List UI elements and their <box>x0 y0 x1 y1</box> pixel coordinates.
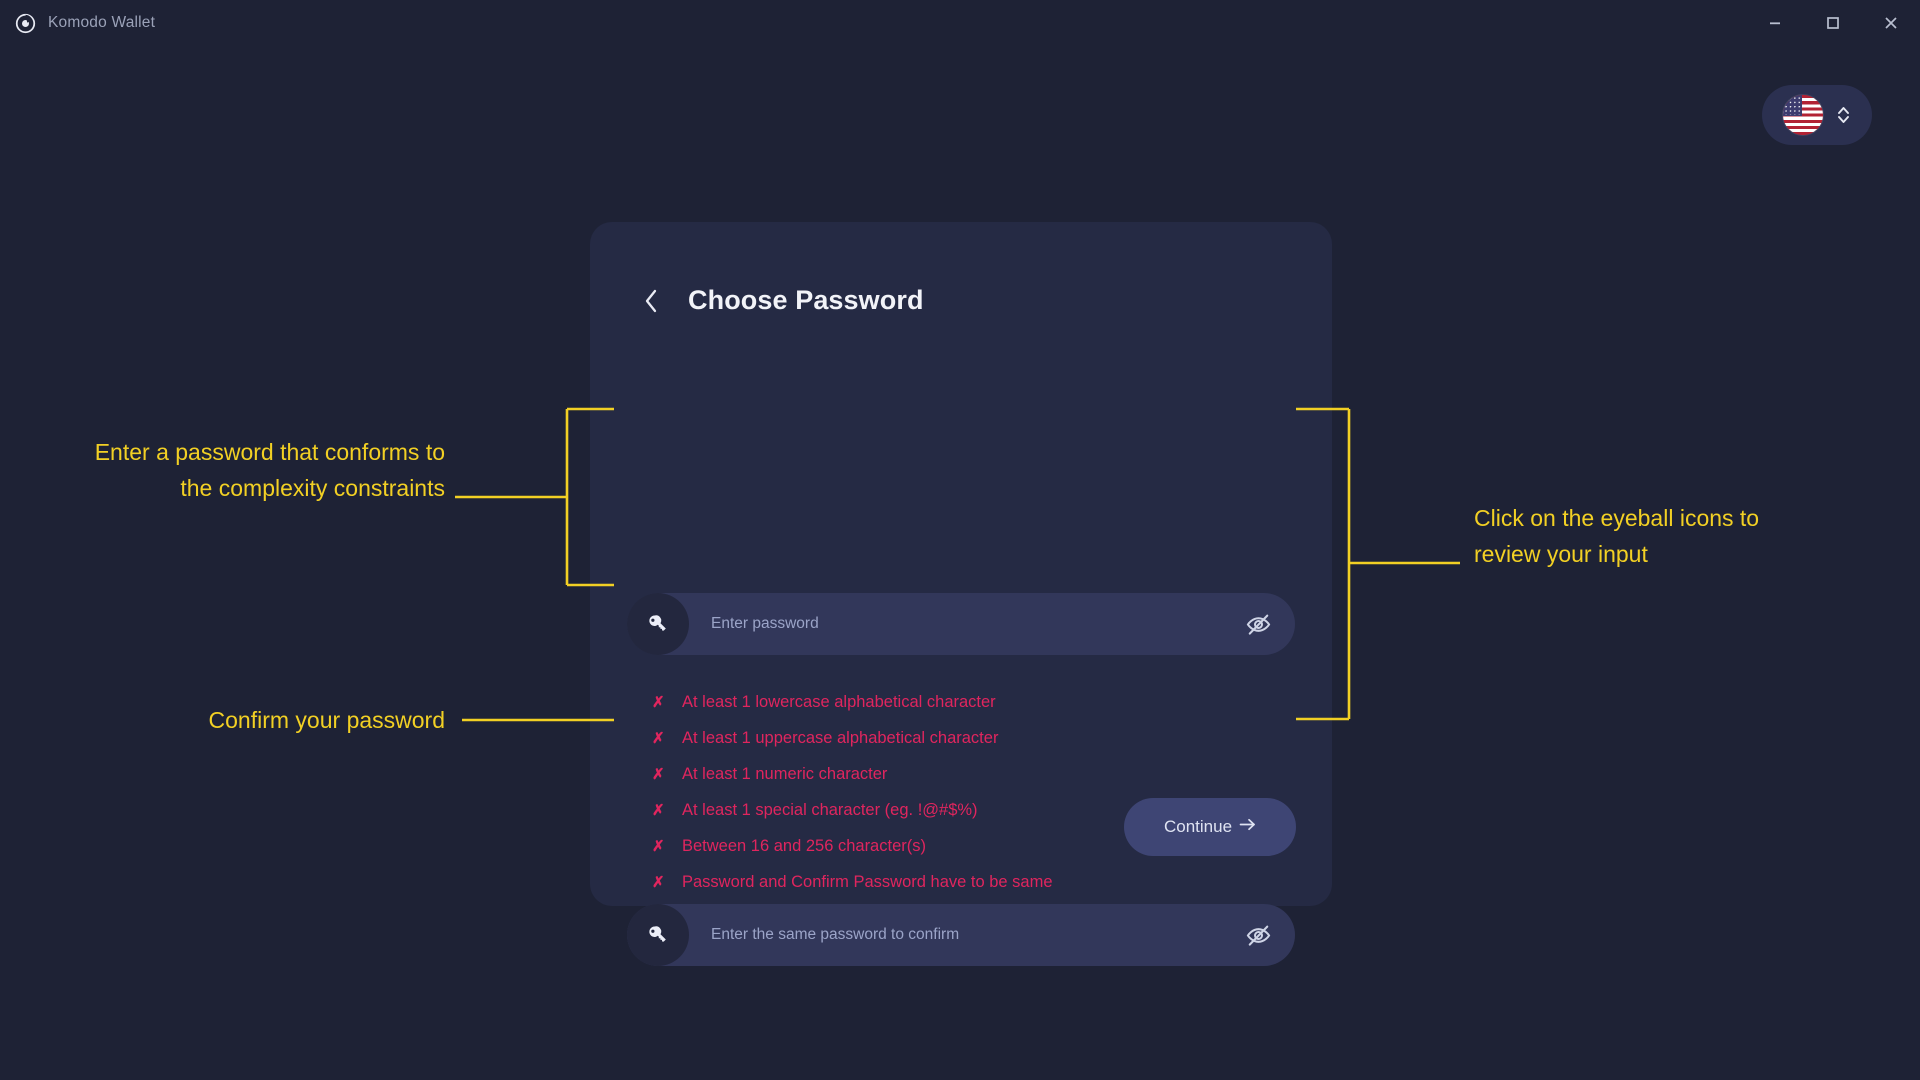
rule-label: Between 16 and 256 character(s) <box>682 836 926 855</box>
continue-label: Continue <box>1163 817 1233 836</box>
key-icon <box>627 904 689 966</box>
rule-status-icon: ✗ <box>652 766 665 783</box>
list-item: ✗ At least 1 lowercase alphabetical char… <box>652 685 1053 719</box>
confirm-password-input[interactable] <box>711 926 1227 944</box>
list-item: ✗ At least 1 special character (eg. !@#$… <box>652 793 1053 827</box>
key-icon <box>627 593 689 655</box>
annotation-eyeball-icons: Click on the eyeball icons to review you… <box>1474 505 1760 567</box>
rule-status-icon: ✗ <box>652 838 665 855</box>
rule-label: At least 1 special character (eg. !@#$%) <box>682 800 978 819</box>
arrow-right-icon <box>1239 817 1256 837</box>
continue-button[interactable]: Continue <box>1124 798 1296 856</box>
confirm-password-field-row <box>627 904 1295 966</box>
rule-status-icon: ✗ <box>652 730 665 747</box>
rule-status-icon: ✗ <box>652 802 665 819</box>
password-input[interactable] <box>711 615 1227 633</box>
app-title: Komodo Wallet <box>48 14 156 31</box>
title-bar: Komodo Wallet <box>0 0 1920 46</box>
rule-label: At least 1 uppercase alphabetical charac… <box>682 728 999 747</box>
list-item: ✗ Between 16 and 256 character(s) <box>652 829 1053 863</box>
rule-status-icon: ✗ <box>652 874 665 891</box>
eye-off-icon[interactable] <box>1227 904 1289 966</box>
password-field-row <box>627 593 1295 655</box>
eye-off-icon[interactable] <box>1227 593 1289 655</box>
annotation-complexity: Enter a password that conforms to the co… <box>94 439 445 501</box>
page-title: Choose Password <box>688 285 924 315</box>
rule-label: Password and Confirm Password have to be… <box>682 872 1053 891</box>
choose-password-card: Choose Password ✗ At least 1 l <box>590 222 1332 966</box>
language-selector[interactable] <box>1762 85 1872 145</box>
list-item: ✗ At least 1 numeric character <box>652 757 1053 791</box>
maximize-icon[interactable] <box>1804 0 1862 46</box>
rule-status-icon: ✗ <box>652 694 665 711</box>
us-flag-icon <box>1783 95 1823 135</box>
list-item: ✗ At least 1 uppercase alphabetical char… <box>652 721 1053 755</box>
card-header: Choose Password <box>590 222 1332 316</box>
window-controls <box>1746 0 1920 46</box>
list-item: ✗ Password and Confirm Password have to … <box>652 865 1053 899</box>
rule-label: At least 1 numeric character <box>682 764 888 783</box>
password-rules-list: ✗ At least 1 lowercase alphabetical char… <box>652 685 1053 899</box>
komodo-logo-icon <box>14 12 36 34</box>
chevron-up-down-icon <box>1836 104 1851 126</box>
chevron-left-icon[interactable] <box>638 286 666 316</box>
rule-label: At least 1 lowercase alphabetical charac… <box>682 692 996 711</box>
annotation-confirm-password: Confirm your password <box>208 707 445 733</box>
minimize-icon[interactable] <box>1746 0 1804 46</box>
close-icon[interactable] <box>1862 0 1920 46</box>
